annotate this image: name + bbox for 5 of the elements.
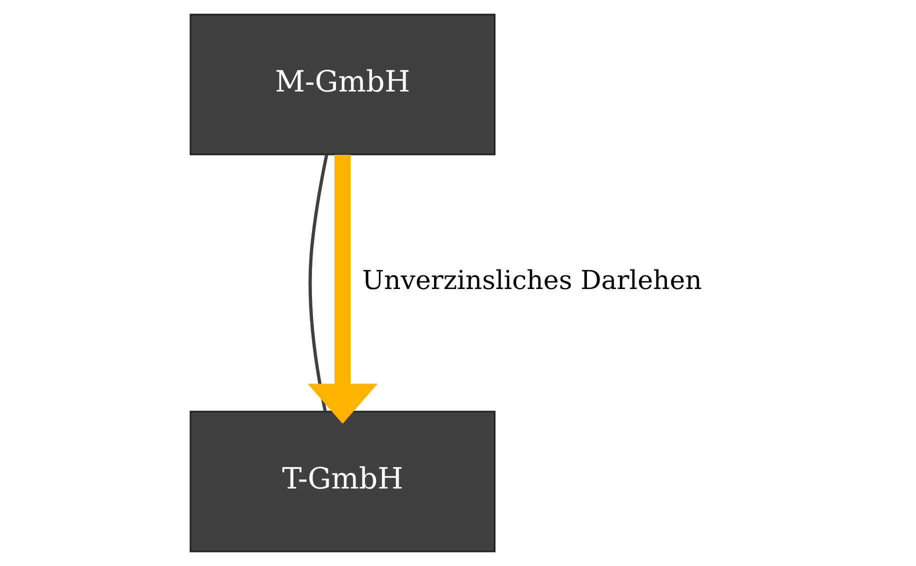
node-box: M-GmbH — [189, 14, 495, 156]
connector — [308, 154, 328, 412]
node-box: T-GmbH — [189, 410, 495, 552]
arrow — [307, 154, 378, 424]
edge-label: Unverzinsliches Darlehen — [362, 266, 702, 296]
